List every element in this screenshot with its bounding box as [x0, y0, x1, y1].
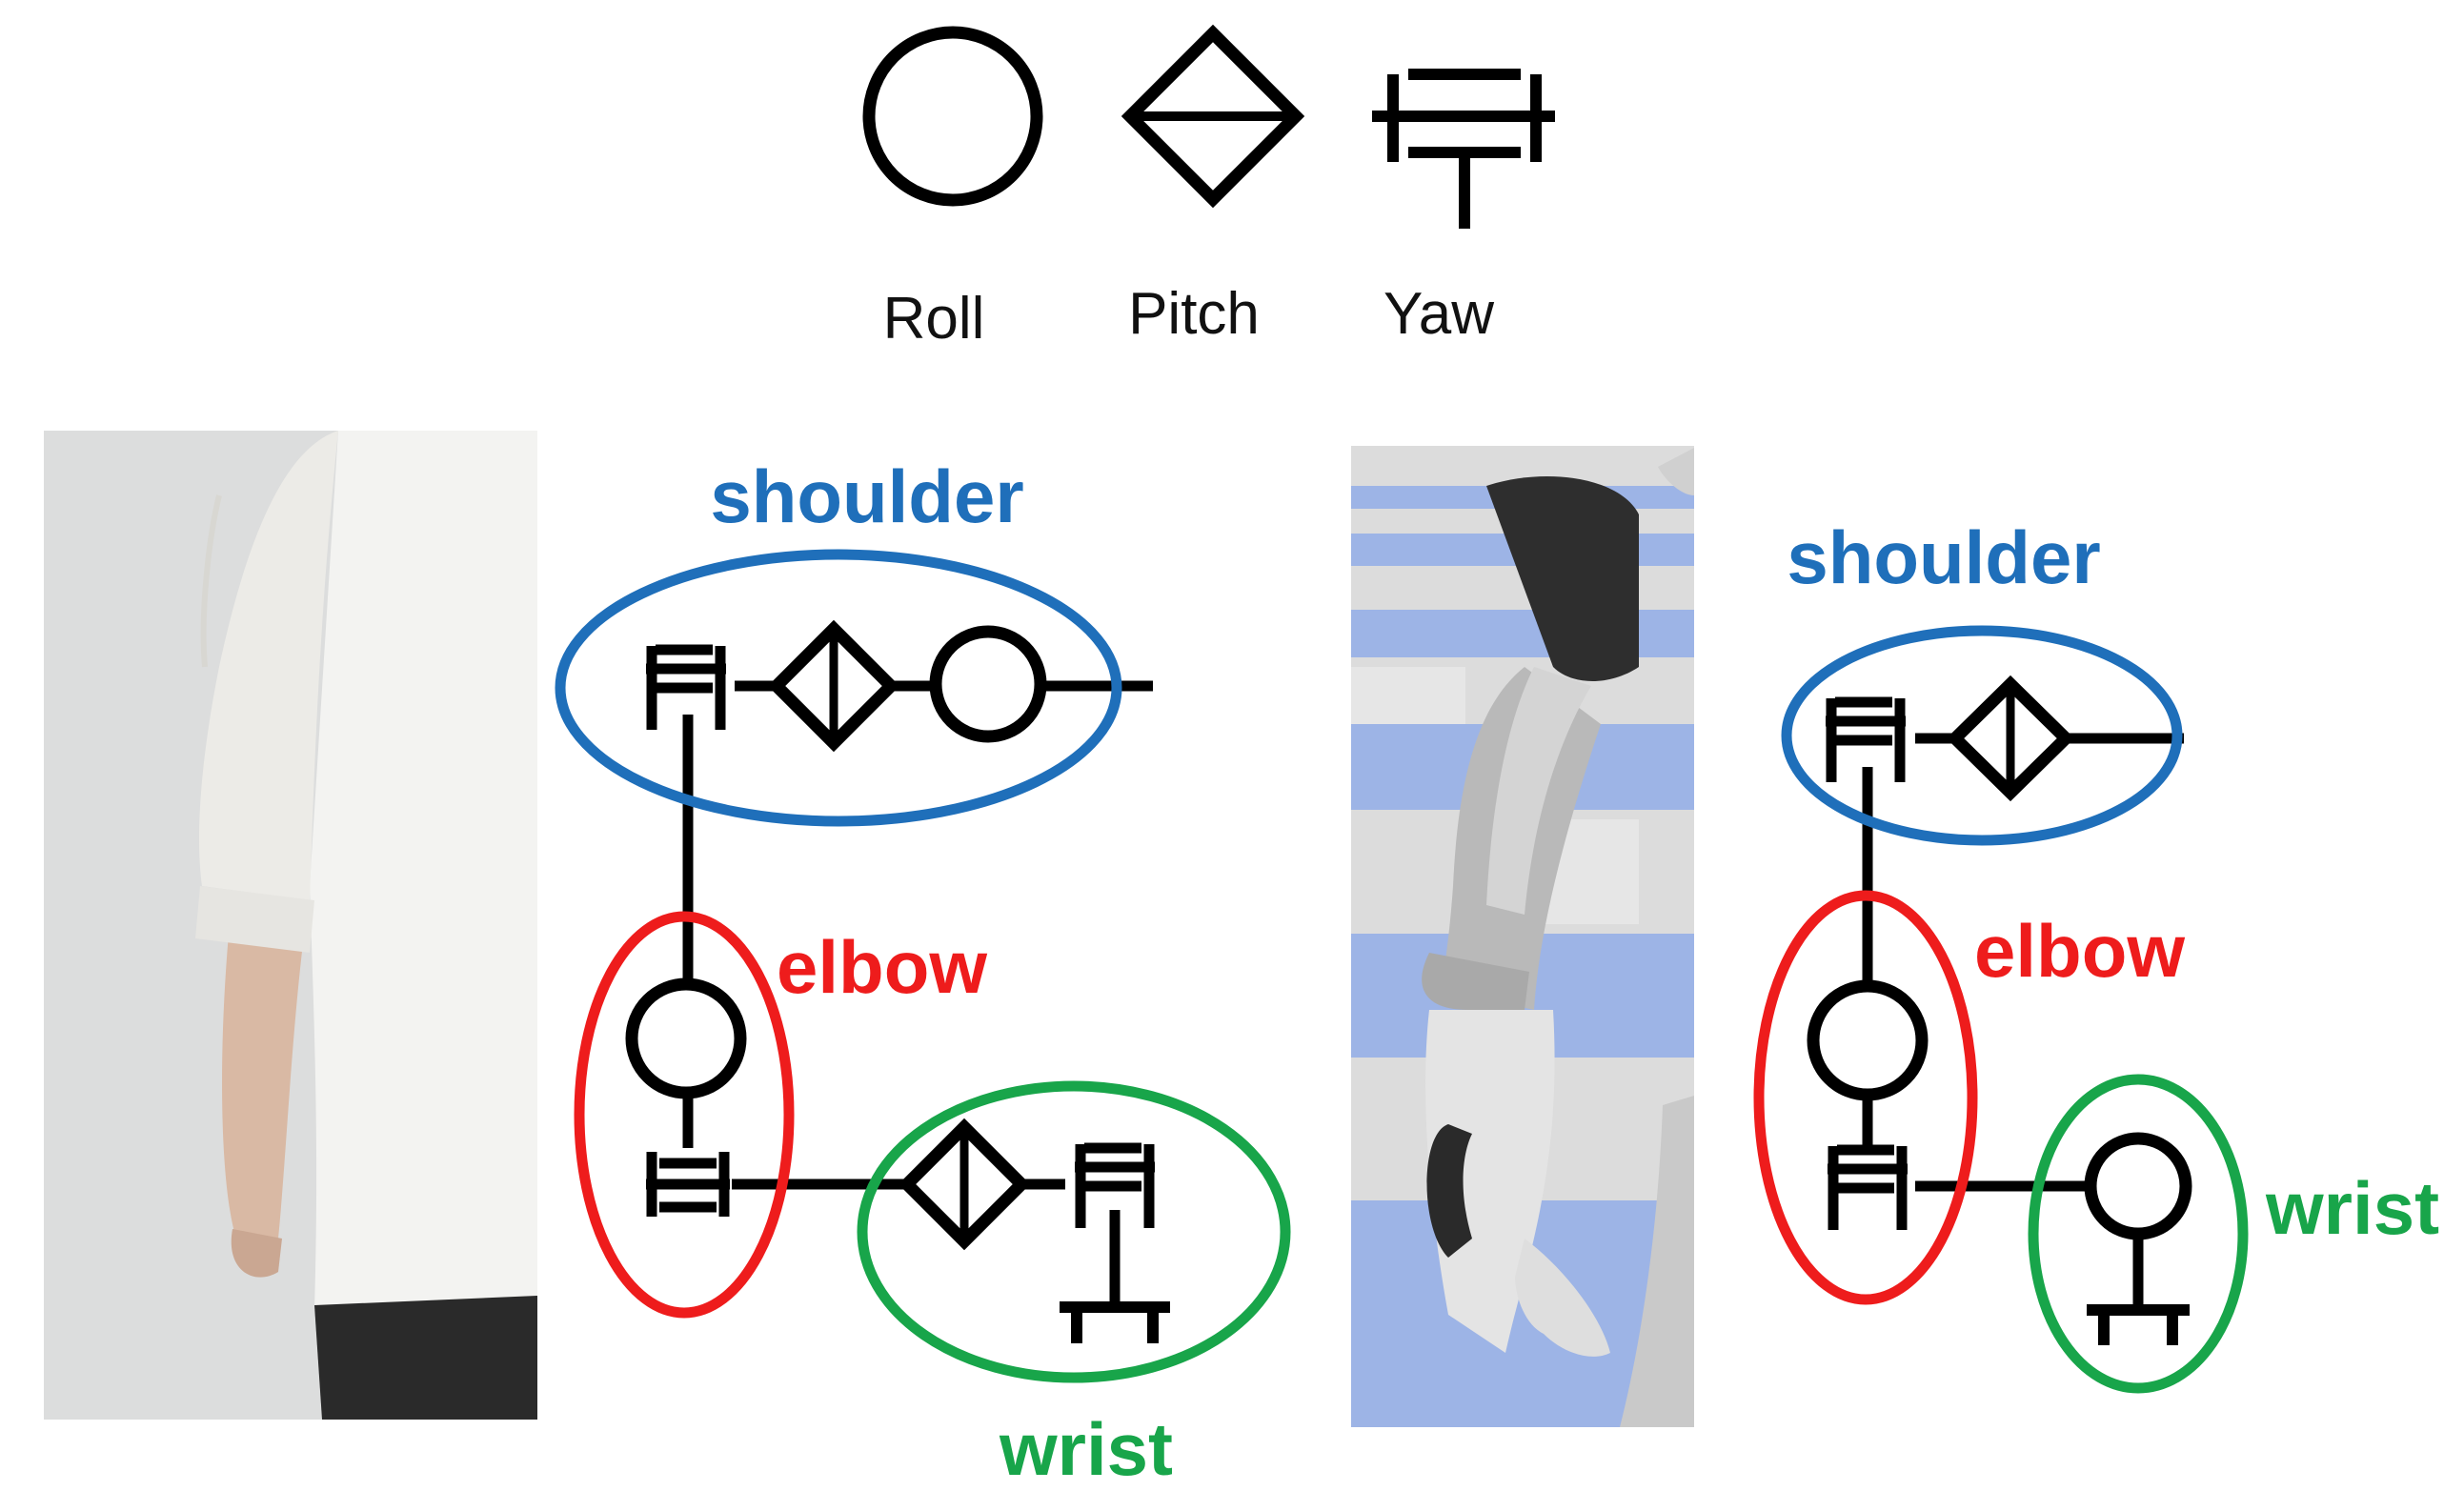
elbow-yaw-icon [1822, 1146, 1915, 1230]
robot-arm-render [1351, 446, 1694, 1427]
wrist-roll-icon [2084, 1132, 2192, 1240]
robot-shoulder-label: shoulder [1787, 515, 2100, 599]
human-wrist-label: wrist [999, 1407, 1173, 1486]
human-elbow-label: elbow [777, 925, 987, 1009]
wrist-group-outline [857, 1080, 1291, 1383]
robot-kinematic-chain: shoulder elbow wrist [1753, 515, 2439, 1394]
robot-elbow-label: elbow [1974, 909, 2185, 993]
human-arm-photo [44, 431, 537, 1420]
shoulder-pitch-icon [767, 619, 900, 753]
elbow-yaw-icon [646, 1148, 732, 1224]
shoulder-group-outline [555, 549, 1122, 827]
elbow-roll-icon [625, 977, 747, 1099]
pitch-label: Pitch [1128, 281, 1260, 347]
wrist-yaw-icon [1065, 1144, 1166, 1228]
roll-label: Roll [883, 286, 985, 352]
wrist-roll-stand-icon [2087, 1304, 2190, 1345]
wrist-roll-icon [1060, 1301, 1170, 1343]
yaw-label: Yaw [1383, 281, 1494, 347]
shoulder-pitch-icon [1946, 675, 2075, 802]
wrist-pitch-icon [898, 1118, 1031, 1251]
elbow-roll-icon [1807, 979, 1929, 1101]
legend: Roll Pitch Yaw [862, 24, 1555, 352]
pitch-legend-icon [1121, 24, 1305, 209]
elbow-group-outline [1753, 890, 1978, 1305]
shoulder-roll-icon [929, 625, 1047, 743]
yaw-legend-icon [1372, 69, 1555, 229]
wrist-group-outline [2028, 1074, 2249, 1394]
robot-wrist-label: wrist [2265, 1166, 2439, 1250]
human-shoulder-label: shoulder [710, 454, 1023, 538]
human-kinematic-chain: shoulder elbow wrist [555, 454, 1291, 1491]
roll-legend-icon [862, 26, 1043, 207]
elbow-group-outline [574, 911, 795, 1319]
shoulder-yaw-icon [1822, 698, 1915, 782]
shoulder-group-outline [1781, 625, 2183, 846]
shoulder-yaw-icon [643, 646, 735, 730]
